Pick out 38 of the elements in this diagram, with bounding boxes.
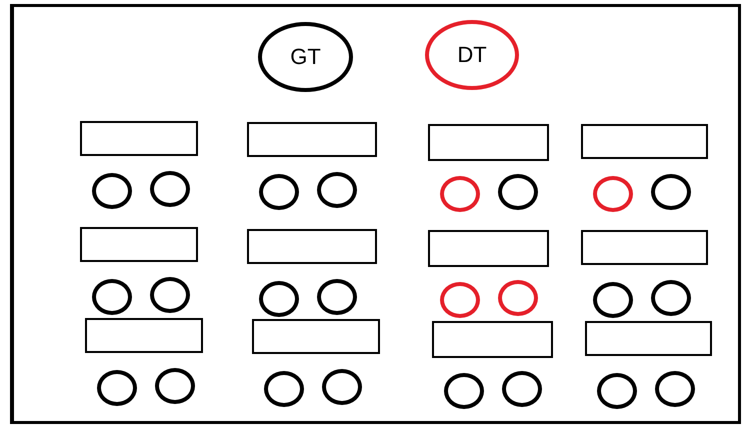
- rectangle-shape: [247, 122, 377, 157]
- circle-shape: [651, 280, 691, 316]
- rectangle-shape: [428, 124, 549, 161]
- circle-shape: [92, 279, 132, 315]
- circle-shape: [651, 174, 691, 210]
- circle-shape: [440, 176, 480, 212]
- node-label: GT: [290, 46, 321, 68]
- rectangle-shape: [585, 321, 712, 356]
- circle-shape: [150, 171, 190, 207]
- circle-shape: [597, 373, 637, 409]
- circle-shape: [440, 282, 480, 318]
- circle-shape: [317, 172, 357, 208]
- circle-shape: [259, 174, 299, 210]
- circle-shape: [322, 369, 362, 405]
- circle-shape: [259, 281, 299, 317]
- circle-shape: [593, 282, 633, 318]
- circle-shape: [150, 277, 190, 313]
- rectangle-shape: [581, 124, 708, 159]
- circle-shape: [655, 371, 695, 407]
- rectangle-shape: [85, 318, 203, 353]
- rectangle-shape: [428, 230, 549, 267]
- rectangle-shape: [80, 227, 198, 262]
- rectangle-shape: [432, 321, 553, 358]
- circle-shape: [92, 173, 132, 209]
- circle-shape: [444, 373, 484, 409]
- circle-shape: [498, 174, 538, 210]
- circle-shape: [97, 370, 137, 406]
- rectangle-shape: [581, 230, 708, 265]
- node-label: DT: [457, 44, 487, 66]
- rectangle-shape: [252, 319, 380, 354]
- circle-shape: [498, 280, 538, 316]
- rectangle-shape: [80, 121, 198, 156]
- circle-shape: [317, 279, 357, 315]
- circle-shape: [264, 371, 304, 407]
- rectangle-shape: [247, 229, 377, 264]
- circle-shape: [593, 176, 633, 212]
- circle-shape: [155, 368, 195, 404]
- circle-shape: [502, 371, 542, 407]
